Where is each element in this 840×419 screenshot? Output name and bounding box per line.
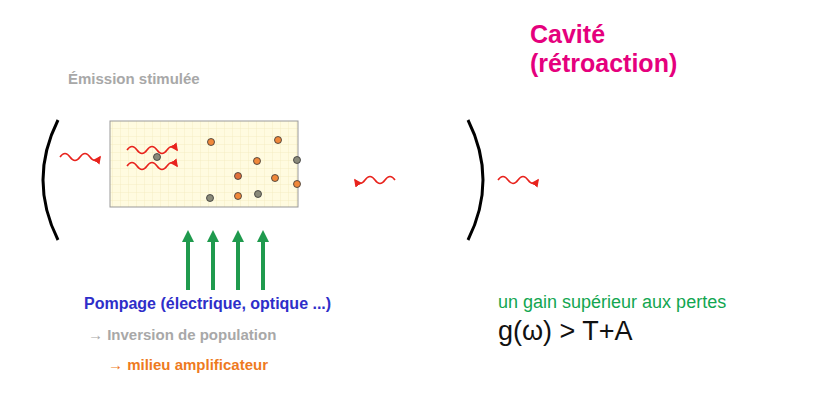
gain-medium [110, 121, 298, 207]
atoms [154, 137, 301, 202]
left-mirror [43, 120, 58, 240]
gain-condition: un gain supérieur aux pertes [498, 292, 726, 313]
pumping-label: Pompage (électrique, optique ...) [84, 295, 331, 313]
cavity-title: Cavité (rétroaction) [530, 20, 677, 78]
effect-label: Émission stimulée [68, 70, 200, 87]
medium-label: → milieu amplificateur [108, 356, 268, 373]
gain-formula: g(ω) > T+A [498, 316, 633, 347]
pump-arrows [188, 236, 263, 290]
inversion-label: → Inversion de population [88, 326, 276, 343]
photons [60, 147, 538, 184]
right-mirror [468, 120, 483, 240]
